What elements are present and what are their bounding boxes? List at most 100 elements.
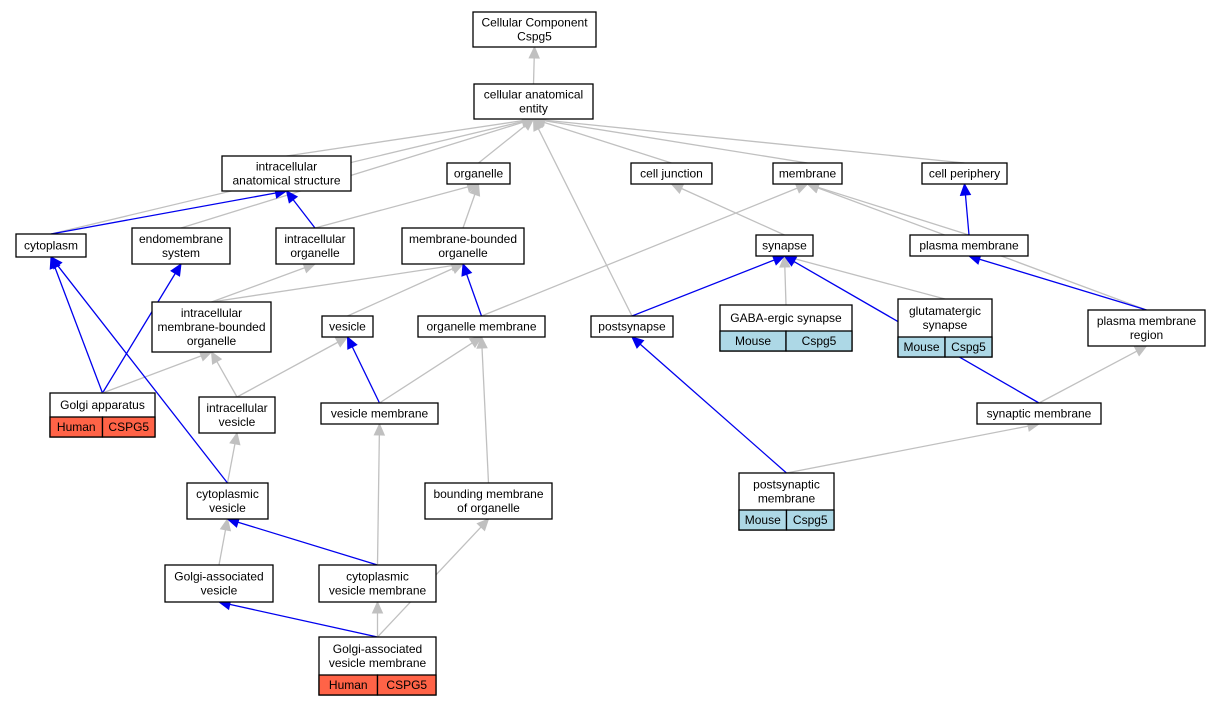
species-label: Mouse xyxy=(735,334,771,348)
edge-plasmamembrane-to-cellperiphery xyxy=(959,182,972,236)
node-orgmembrane[interactable]: organelle membrane xyxy=(417,315,546,338)
node-postsynapse[interactable]: postsynapse xyxy=(590,315,674,338)
node-membrane[interactable]: membrane xyxy=(772,162,843,185)
arrowhead xyxy=(532,117,544,132)
arrowhead xyxy=(670,183,685,194)
node-label: vesicle xyxy=(201,584,238,598)
node-cellperiphery[interactable]: cell periphery xyxy=(921,162,1008,185)
arrowhead xyxy=(779,254,791,268)
edge-cytovesicle-to-cytoplasm xyxy=(50,256,229,484)
arrowhead xyxy=(229,431,241,446)
node-label: organelle xyxy=(438,246,488,260)
gene-label: CSPG5 xyxy=(108,420,149,434)
node-vesicle[interactable]: vesicle xyxy=(321,315,374,338)
edge-intravesicle-to-imbo xyxy=(210,350,238,398)
node-box xyxy=(976,402,1102,425)
edge-synmembrane-to-pmr xyxy=(1038,345,1148,404)
node-label: synapse xyxy=(923,318,968,332)
node-box xyxy=(401,227,525,265)
node-label: vesicle xyxy=(219,415,256,429)
arrowhead xyxy=(468,336,483,349)
edge-golgi-to-cytoplasm xyxy=(49,255,104,394)
node-label: GABA-ergic synapse xyxy=(730,311,842,325)
node-box xyxy=(424,482,553,520)
node-vesmembrane[interactable]: vesicle membrane xyxy=(320,402,439,425)
node-plasmamembrane[interactable]: plasma membrane xyxy=(909,234,1029,257)
node-label: membrane-bounded xyxy=(157,320,265,334)
arrowhead xyxy=(210,350,223,365)
node-organelle[interactable]: organelle xyxy=(446,162,511,185)
node-box xyxy=(318,564,437,603)
edge-ias-to-cae xyxy=(286,114,535,157)
node-box xyxy=(131,227,231,265)
node-label: synaptic membrane xyxy=(987,407,1092,421)
node-label: intracellular xyxy=(181,306,242,320)
node-box xyxy=(630,162,713,185)
node-box xyxy=(15,233,87,258)
edge-golgi-to-imbo xyxy=(102,350,213,394)
node-label: organelle xyxy=(187,334,237,348)
arrowhead xyxy=(476,518,490,532)
edge-gav-to-cytovesicle xyxy=(218,517,232,566)
edge-intraorg-to-ias xyxy=(285,190,316,229)
node-celljunction[interactable]: cell junction xyxy=(630,162,713,185)
edge-vesicle-to-mbo xyxy=(347,263,465,317)
node-synmembrane[interactable]: synaptic membrane xyxy=(976,402,1102,425)
edge-imbo-to-intraorg xyxy=(211,262,317,303)
node-label: organelle membrane xyxy=(426,320,536,334)
node-box xyxy=(321,315,374,338)
edge-cytovesicle-to-intravesicle xyxy=(226,431,241,484)
node-label: Cellular Component xyxy=(481,16,588,30)
edge-vesmembrane-to-orgmembrane xyxy=(379,336,483,404)
arrowhead xyxy=(346,335,358,350)
gene-label: Cspg5 xyxy=(793,513,828,527)
node-box xyxy=(164,564,274,603)
edge-gavm-to-cvm xyxy=(371,600,384,637)
arrowhead xyxy=(334,336,349,348)
edge-psm-to-synmembrane xyxy=(786,420,1041,474)
node-box xyxy=(186,482,269,520)
node-box xyxy=(472,11,597,48)
node-label: postsynaptic xyxy=(753,478,820,492)
node-label: intracellular xyxy=(206,401,267,415)
node-label: endomembrane xyxy=(139,232,223,246)
node-label: cytoplasmic xyxy=(196,487,259,501)
edge-glut-to-synapse xyxy=(783,253,946,300)
arrowhead xyxy=(631,336,645,349)
node-box xyxy=(1087,309,1206,347)
species-label: Human xyxy=(57,420,96,434)
node-label: cytoplasm xyxy=(24,239,78,253)
node-label: organelle xyxy=(454,167,504,181)
gene-tag xyxy=(101,416,156,438)
node-label: of organelle xyxy=(457,501,520,515)
node-label: membrane xyxy=(758,492,816,506)
node-box xyxy=(590,315,674,338)
node-box xyxy=(417,315,546,338)
edge-postsynapse-to-cae xyxy=(532,117,633,317)
node-box xyxy=(473,83,594,120)
arrowhead xyxy=(794,182,809,194)
node-label: system xyxy=(162,246,200,260)
node-cytoplasm[interactable]: cytoplasm xyxy=(15,233,87,258)
node-synapse[interactable]: synapse xyxy=(755,234,814,257)
gene-tag xyxy=(376,674,437,696)
edge-golgi-to-endomembrane xyxy=(101,262,182,394)
